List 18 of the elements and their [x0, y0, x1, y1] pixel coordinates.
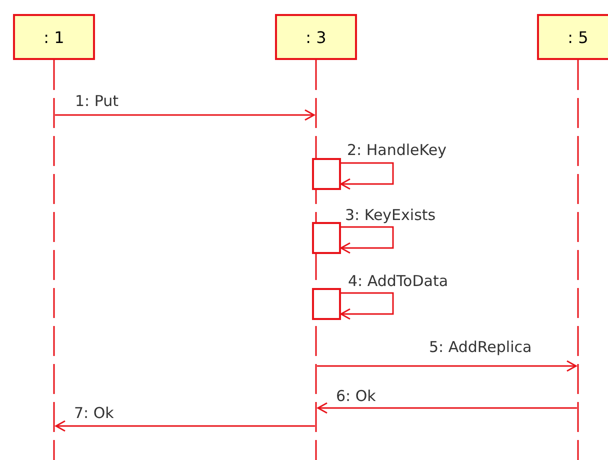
message-arrow	[340, 162, 394, 190]
message-label: 3: KeyExists	[344, 206, 437, 224]
message-label: 5: AddReplica	[428, 338, 533, 356]
message-arrow	[340, 292, 394, 320]
message-arrow	[340, 226, 394, 254]
message-arrow	[55, 109, 315, 121]
message-label: 2: HandleKey	[346, 141, 448, 159]
activation-box	[312, 158, 341, 190]
lifeline	[13, 14, 95, 460]
activation-box	[312, 222, 341, 254]
object-box: : 5	[537, 14, 608, 60]
activation-box	[312, 288, 341, 320]
message-arrow	[317, 360, 577, 372]
message-arrow	[55, 420, 315, 432]
lifeline	[537, 14, 608, 460]
message-arrow	[317, 402, 577, 414]
object-box: : 3	[275, 14, 357, 60]
object-box: : 1	[13, 14, 95, 60]
